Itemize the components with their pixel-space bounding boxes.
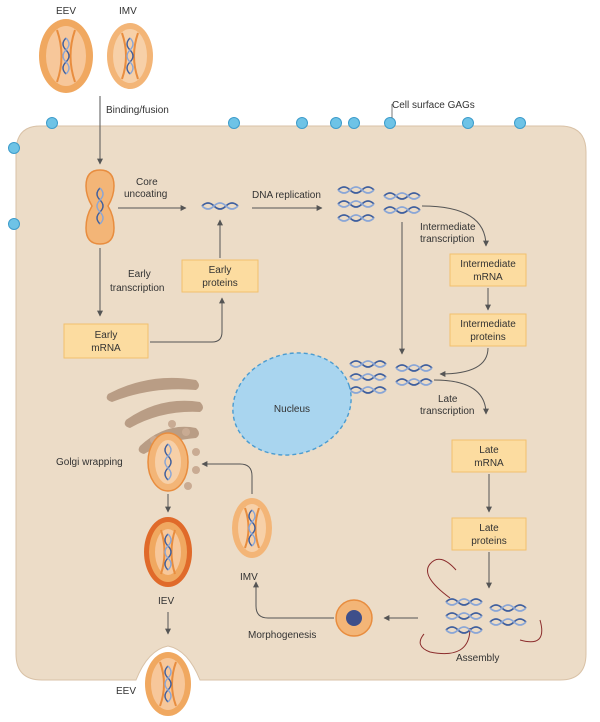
eev-virion-bottom xyxy=(145,652,191,716)
assembly-cluster xyxy=(419,558,543,655)
early-proteins-label-1: Early xyxy=(209,265,232,276)
intermediate-transcription-label-2: transcription xyxy=(420,234,474,245)
wrapping-virion xyxy=(147,432,189,492)
late-transcription-label-1: Late xyxy=(438,394,458,405)
intermediate-proteins-label-2: proteins xyxy=(470,332,506,343)
nucleus xyxy=(232,352,352,456)
intermediate-mrna-label-2: mRNA xyxy=(473,272,503,283)
imv-inner-label: IMV xyxy=(240,572,258,583)
iev-virion xyxy=(144,517,192,587)
imv-virion-top xyxy=(107,23,153,89)
core-uncoating-label-2: uncoating xyxy=(124,189,167,200)
late-proteins-label-1: Late xyxy=(479,523,499,534)
late-mrna-label-2: mRNA xyxy=(474,458,504,469)
assembly-label: Assembly xyxy=(456,653,499,664)
cell-surface-gags-label: Cell surface GAGs xyxy=(392,100,475,111)
eev-virion-top xyxy=(39,19,93,93)
iev-label: IEV xyxy=(158,596,174,607)
intermediate-mrna-box: Intermediate mRNA xyxy=(449,253,527,287)
immature-virion xyxy=(335,599,373,637)
early-transcription-label-1: Early xyxy=(128,269,151,280)
late-proteins-box: Late proteins xyxy=(451,517,527,551)
golgi-wrapping-label: Golgi wrapping xyxy=(56,457,123,468)
binding-fusion-label: Binding/fusion xyxy=(106,105,169,116)
intermediate-mrna-label-1: Intermediate xyxy=(460,259,516,270)
nucleus-label: Nucleus xyxy=(274,404,310,415)
cell-surface-gags xyxy=(8,117,526,230)
core-virion xyxy=(85,169,115,245)
core-uncoating-label-1: Core xyxy=(136,177,158,188)
morphogenesis-label: Morphogenesis xyxy=(248,630,316,641)
early-transcription-label-2: transcription xyxy=(110,283,164,294)
late-mrna-label-1: Late xyxy=(479,445,499,456)
late-proteins-label-2: proteins xyxy=(471,536,507,547)
early-mrna-label-1: Early xyxy=(95,330,118,341)
early-mrna-label-2: mRNA xyxy=(91,343,121,354)
early-proteins-box: Early proteins xyxy=(181,259,259,293)
imv-top-label: IMV xyxy=(119,6,137,17)
eev-top-label: EEV xyxy=(56,6,76,17)
late-mrna-box: Late mRNA xyxy=(451,439,527,473)
imv-virion-inner xyxy=(232,498,272,558)
early-proteins-label-2: proteins xyxy=(202,278,238,289)
intermediate-proteins-box: Intermediate proteins xyxy=(449,313,527,347)
early-mrna-box: Early mRNA xyxy=(63,323,149,359)
late-transcription-label-2: transcription xyxy=(420,406,474,417)
dna-replication-label: DNA replication xyxy=(252,190,321,201)
intermediate-proteins-label-1: Intermediate xyxy=(460,319,516,330)
eev-bottom-label: EEV xyxy=(116,686,136,697)
intermediate-transcription-label-1: Intermediate xyxy=(420,222,476,233)
